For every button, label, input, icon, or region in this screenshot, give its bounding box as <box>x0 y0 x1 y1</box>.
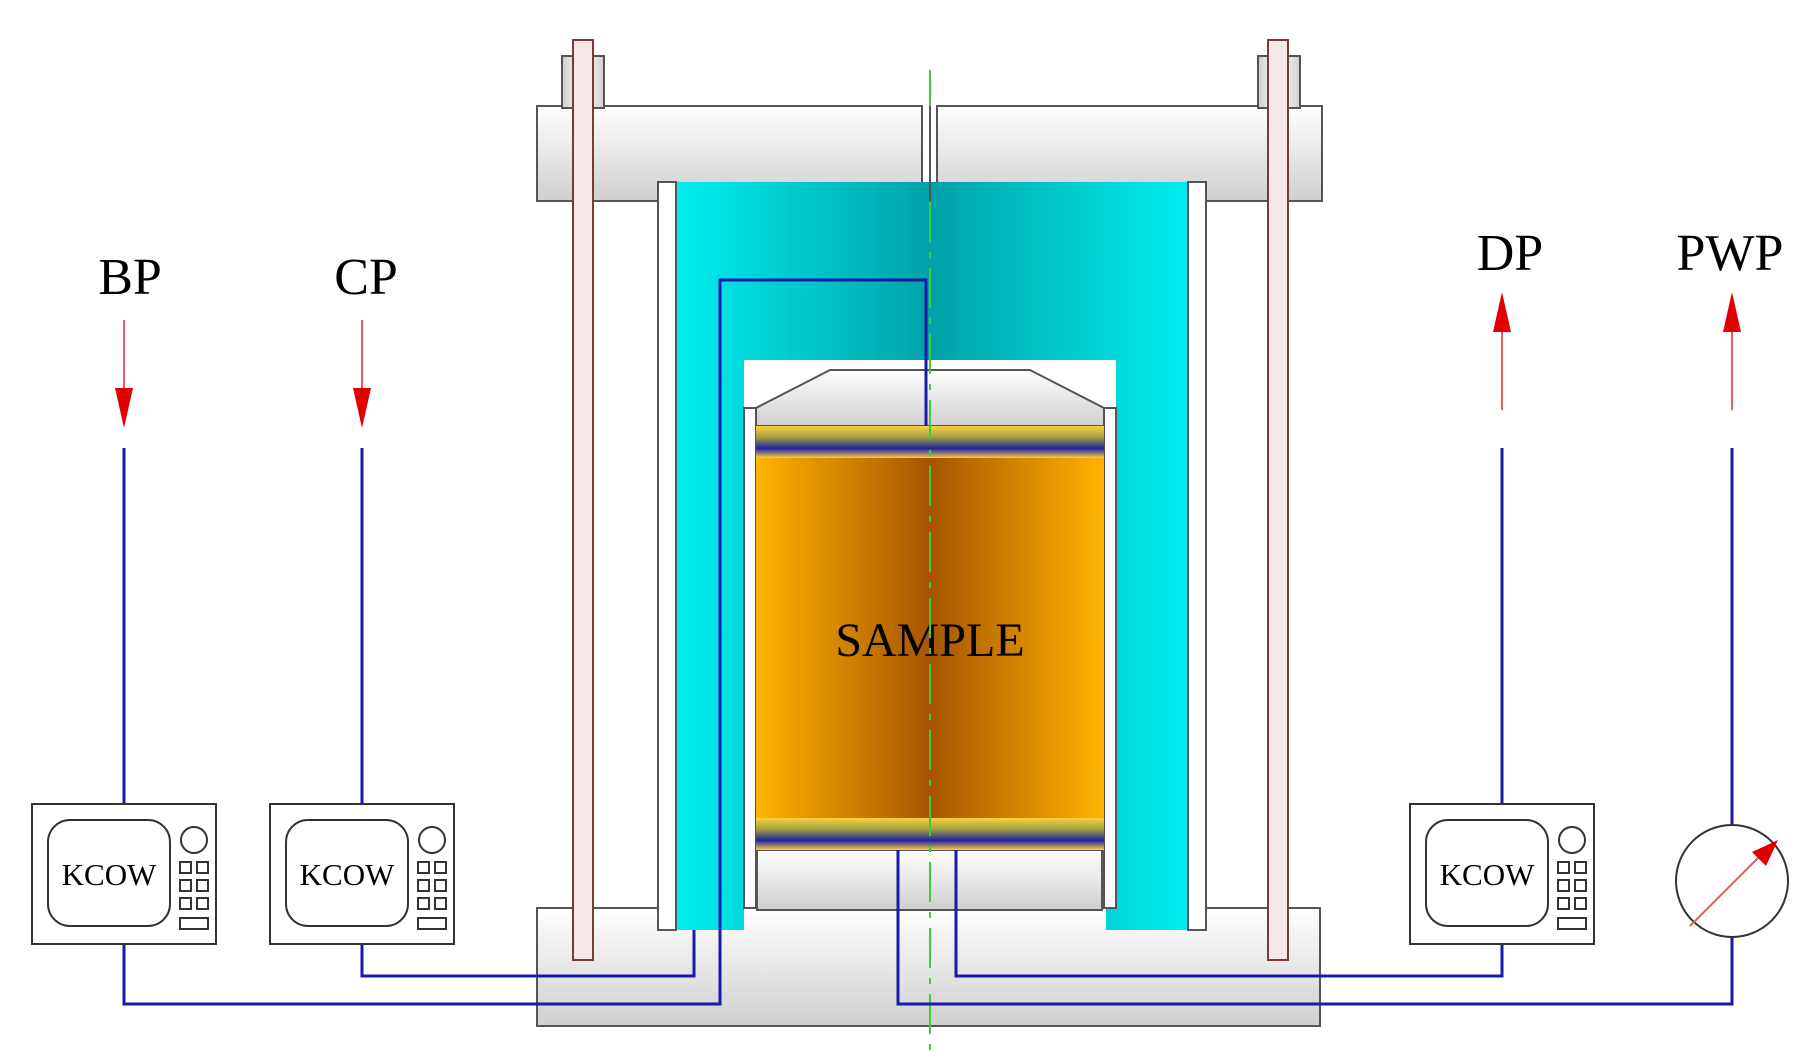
arrow-down-icon <box>115 320 133 428</box>
wire-cp-bottom <box>360 930 696 978</box>
keypad-icon <box>417 861 447 930</box>
port-label-bp: BP <box>98 249 162 306</box>
knob-icon <box>418 826 446 854</box>
tie-rod-left <box>572 39 594 961</box>
keypad-icon <box>1557 861 1587 930</box>
arrow-up-icon <box>1723 292 1741 410</box>
cell-wall-right <box>1187 181 1207 931</box>
keypad-icon <box>179 861 209 930</box>
membrane-left <box>743 407 757 909</box>
knob-icon <box>1558 826 1586 854</box>
cell-water <box>676 182 1188 930</box>
controller-bp: KCOW <box>31 803 217 945</box>
arrow-up-icon <box>1493 292 1511 410</box>
controller-label: KCOW <box>300 857 395 892</box>
port-label-pwp: PWP <box>1677 225 1784 282</box>
cell-wall-left <box>657 181 677 931</box>
controller-dp: KCOW <box>1409 803 1595 945</box>
controller-cp: KCOW <box>269 803 455 945</box>
wire-dp-bottom <box>954 850 1504 978</box>
tie-rod-right <box>1267 39 1289 961</box>
controller-label: KCOW <box>1440 857 1535 892</box>
pressure-gauge-icon <box>1675 824 1789 938</box>
arrow-down-icon <box>353 320 371 428</box>
wire-bp-bottom <box>122 278 928 1006</box>
wire-pwp-bottom <box>896 850 1734 1006</box>
knob-icon <box>180 826 208 854</box>
membrane-right <box>1103 407 1117 909</box>
port-label-dp: DP <box>1477 225 1543 282</box>
port-label-cp: CP <box>334 249 398 306</box>
controller-label: KCOW <box>62 857 157 892</box>
